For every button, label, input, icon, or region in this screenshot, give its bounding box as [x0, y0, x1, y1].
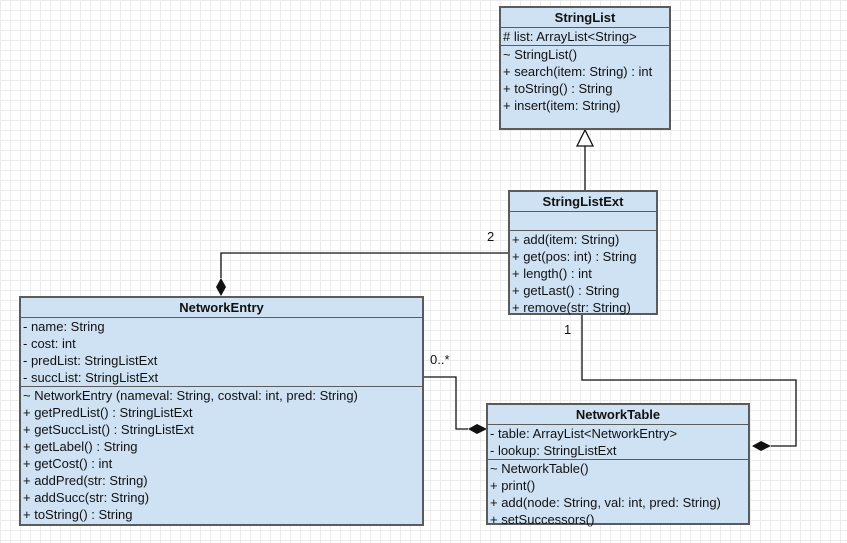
attributes-section: - name: String - cost: int - predList: S… [21, 318, 422, 387]
operation: + length() : int [512, 266, 592, 281]
operation: + addPred(str: String) [23, 473, 148, 488]
operation: + getSuccList() : StringListExt [23, 422, 194, 437]
attribute: - cost: int [23, 336, 76, 351]
operation: + getLabel() : String [23, 439, 138, 454]
operations-section: ~ NetworkTable() + print() + add(node: S… [488, 460, 748, 528]
operation: ~ NetworkTable() [490, 461, 589, 476]
composition-diamond-entry [216, 278, 226, 296]
composition-diamond-table [752, 441, 771, 451]
composition-line-entry-ext [220, 252, 510, 278]
operation: + search(item: String) : int [503, 64, 653, 79]
attribute: - succList: StringListExt [23, 370, 159, 385]
attribute: # list: ArrayList<String> [503, 29, 637, 44]
generalization-arrowhead [575, 128, 595, 147]
class-string-list[interactable]: StringList # list: ArrayList<String> ~ S… [499, 6, 671, 130]
class-name: StringListExt [510, 192, 656, 212]
attribute: - predList: StringListExt [23, 353, 158, 368]
operation: + add(node: String, val: int, pred: Stri… [490, 495, 721, 510]
class-string-list-ext[interactable]: StringListExt + add(item: String) + get(… [508, 190, 658, 315]
operation: + getCost() : int [23, 456, 113, 471]
operation: + remove(str: String) [512, 300, 631, 315]
class-network-entry[interactable]: NetworkEntry - name: String - cost: int … [19, 296, 424, 526]
operation: ~ StringList() [503, 47, 578, 62]
attribute: - name: String [23, 319, 105, 334]
operation: + setSuccessors() [490, 512, 595, 527]
operations-section: + add(item: String) + get(pos: int) : St… [510, 231, 656, 316]
class-name: NetworkTable [488, 405, 748, 425]
operation: + get(pos: int) : String [512, 249, 637, 264]
operation: ~ NetworkEntry (nameval: String, costval… [23, 388, 358, 403]
attributes-section: - table: ArrayList<NetworkEntry> - looku… [488, 425, 748, 460]
class-network-table[interactable]: NetworkTable - table: ArrayList<NetworkE… [486, 403, 750, 528]
multiplicity-label: 0..* [430, 352, 450, 367]
operation: + addSucc(str: String) [23, 490, 150, 505]
operation: + print() [490, 478, 536, 493]
operations-section: ~ StringList() + search(item: String) : … [501, 46, 669, 114]
operation: + toString() : String [23, 507, 133, 522]
attribute: - table: ArrayList<NetworkEntry> [490, 426, 678, 441]
class-name: StringList [501, 8, 669, 28]
composition-line-table-ext [581, 314, 797, 447]
attributes-section: # list: ArrayList<String> [501, 28, 669, 46]
operations-section: ~ NetworkEntry (nameval: String, costval… [21, 387, 422, 523]
multiplicity-label: 2 [487, 229, 495, 244]
composition-line-table-entry [423, 376, 468, 430]
class-name: NetworkEntry [21, 298, 422, 318]
attribute: - lookup: StringListExt [490, 443, 617, 458]
operation: + add(item: String) [512, 232, 620, 247]
operation: + toString() : String [503, 81, 613, 96]
operation: + insert(item: String) [503, 98, 621, 113]
multiplicity-label: 1 [564, 322, 572, 337]
composition-diamond-table-entry [468, 424, 487, 434]
attributes-section [510, 212, 656, 231]
operation: + getLast() : String [512, 283, 620, 298]
operation: + getPredList() : StringListExt [23, 405, 193, 420]
